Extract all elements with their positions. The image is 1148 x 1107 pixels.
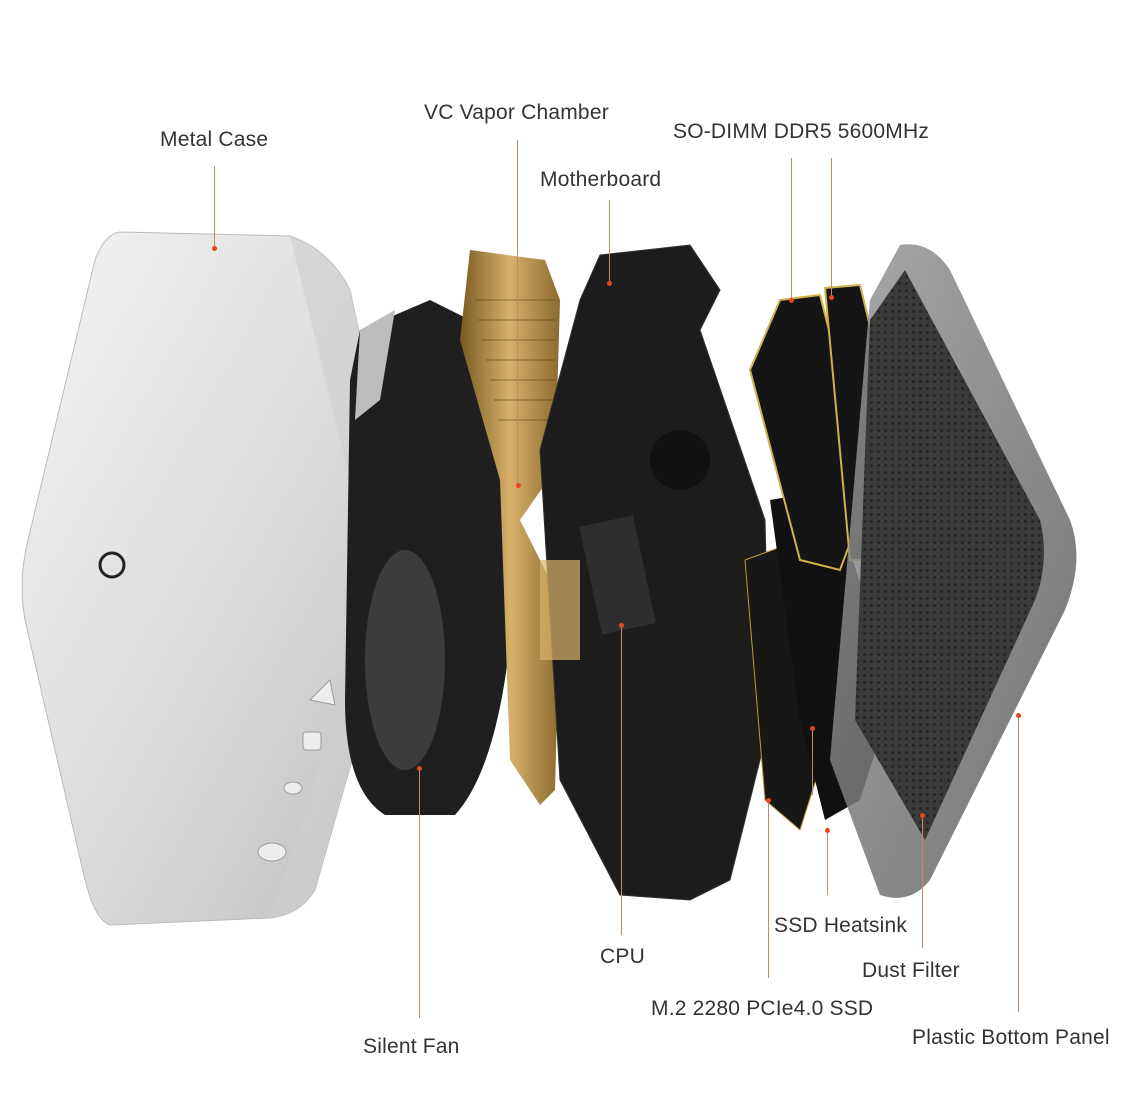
vc-vapor-chamber (460, 250, 560, 805)
label-m2-ssd: M.2 2280 PCIe4.0 SSD (651, 997, 874, 1020)
logo-icon (98, 551, 126, 579)
motherboard (539, 244, 771, 901)
plastic-bottom-panel (830, 244, 1077, 898)
label-motherboard: Motherboard (540, 168, 662, 191)
leader-dot (1016, 713, 1021, 718)
leader-line (827, 830, 828, 895)
leader-dot (825, 828, 830, 833)
leader-line (419, 768, 420, 1018)
dust-filter (855, 270, 1044, 840)
label-so-dimm: SO-DIMM DDR5 5600MHz (673, 120, 930, 143)
leader-line (922, 815, 923, 948)
leader-dot (212, 246, 217, 251)
leader-dot (789, 298, 794, 303)
leader-dot (766, 798, 771, 803)
label-ssd-heatsink: SSD Heatsink (774, 914, 908, 937)
leader-line (812, 728, 813, 795)
label-dust-filter: Dust Filter (862, 959, 960, 982)
leader-line (621, 625, 622, 935)
leader-line (517, 140, 518, 485)
leader-dot (920, 813, 925, 818)
leader-line (1018, 715, 1019, 1012)
leader-dot (810, 726, 815, 731)
leader-dot (619, 623, 624, 628)
leader-dot (417, 766, 422, 771)
leader-dot (516, 483, 521, 488)
leader-line (831, 158, 832, 297)
label-silent-fan: Silent Fan (363, 1035, 460, 1058)
leader-line (791, 158, 792, 300)
label-plastic-bottom-panel: Plastic Bottom Panel (912, 1026, 1110, 1049)
leader-line (214, 166, 215, 248)
leader-line (609, 200, 610, 283)
silent-fan (345, 300, 516, 815)
label-cpu: CPU (600, 945, 645, 968)
leader-dot (607, 281, 612, 286)
leader-dot (829, 295, 834, 300)
label-vc-vapor-chamber: VC Vapor Chamber (424, 101, 609, 124)
label-metal-case: Metal Case (160, 128, 269, 151)
metal-case (21, 231, 405, 926)
leader-line (768, 800, 769, 978)
